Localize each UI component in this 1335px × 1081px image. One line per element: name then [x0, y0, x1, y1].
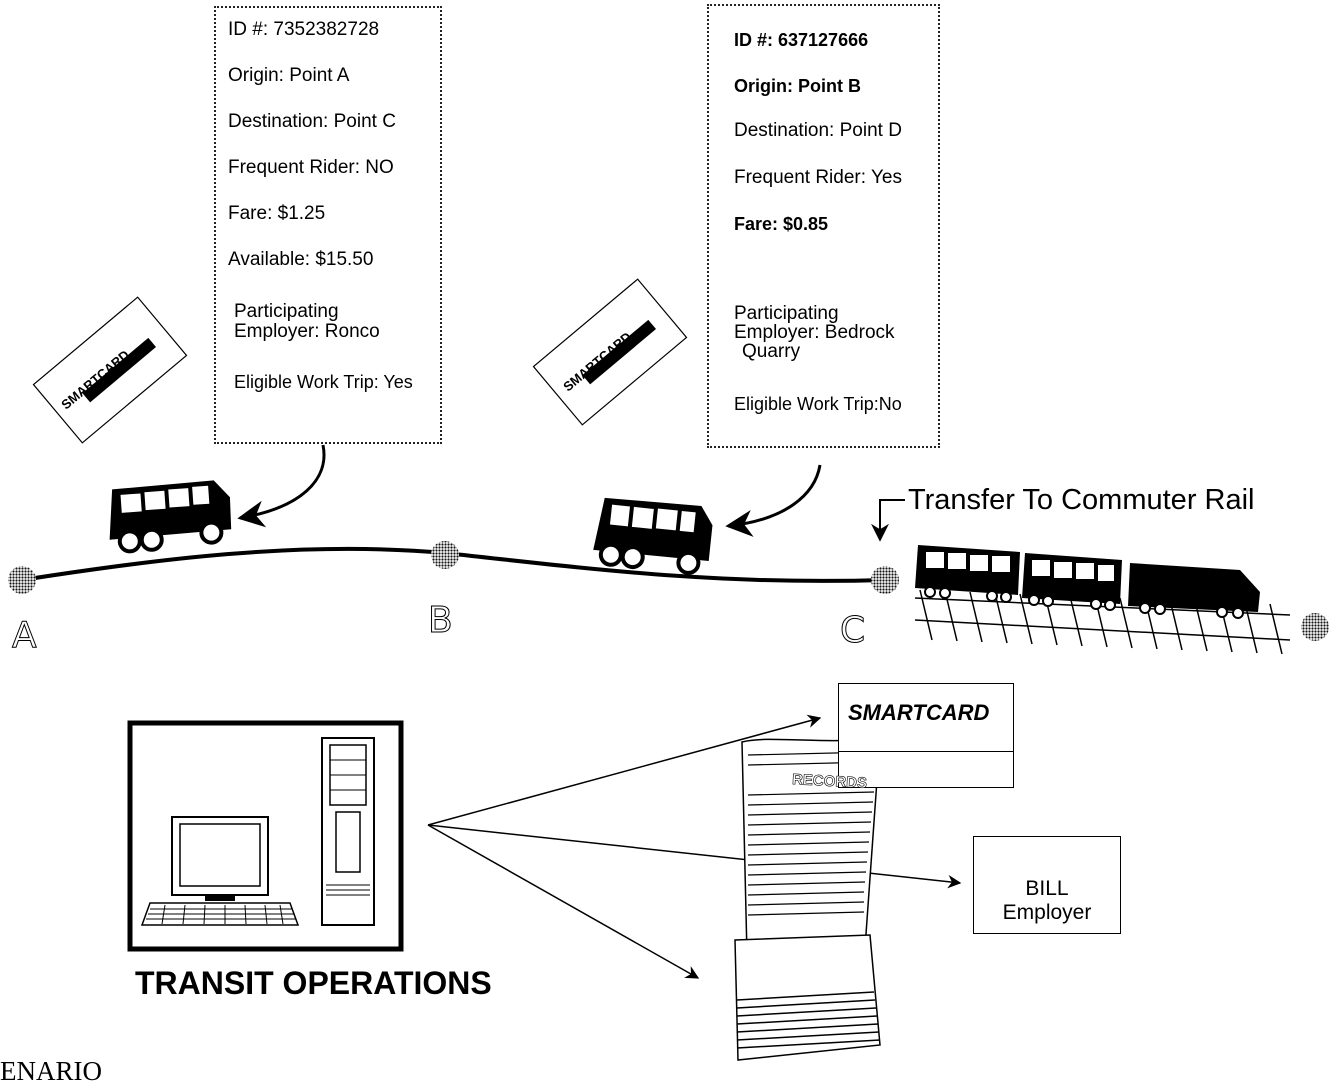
card2-to-bus-arrow: [728, 465, 820, 526]
card2-employer-line3: Quarry: [742, 342, 800, 362]
bus-2-icon: [592, 495, 714, 575]
card2-eligible: Eligible Work Trip:No: [734, 394, 902, 414]
card1-id: ID #: 7352382728: [228, 20, 379, 40]
stop-b-label: B: [428, 600, 453, 641]
stop-a-label: A: [12, 615, 37, 656]
smartcard-record-1: ID #: 7352382728 Origin: Point A Destina…: [214, 6, 442, 444]
transfer-pointer-arrow: [880, 500, 905, 540]
stop-d-marker: [1301, 613, 1329, 641]
commuter-train-icon: [915, 545, 1260, 618]
card2-origin: Origin: Point B: [734, 76, 861, 96]
stop-c-marker: [871, 566, 899, 594]
stop-b-marker: [431, 541, 459, 569]
smartcard-record-2: ID #: 637127666 Origin: Point B Destinat…: [707, 4, 940, 448]
card1-employer-line1: Participating: [234, 302, 339, 322]
card1-to-bus-arrow: [240, 445, 324, 518]
bill-line1: BILL: [974, 877, 1120, 901]
smartcard-output: SMARTCARD: [838, 683, 1014, 788]
card2-employer-line1: Participating: [734, 304, 839, 324]
card2-destination: Destination: Point D: [734, 121, 902, 141]
card1-available: Available: $15.50: [228, 250, 373, 270]
card1-employer-line2: Employer: Ronco: [234, 322, 380, 342]
card2-frequent-rider: Frequent Rider: Yes: [734, 168, 902, 188]
card2-employer-line2: Employer: Bedrock: [734, 323, 895, 343]
card1-eligible: Eligible Work Trip: Yes: [234, 372, 413, 392]
card2-fare: Fare: $0.85: [734, 214, 828, 234]
ops-to-bill-arrow: [428, 825, 960, 883]
scenario-caption: ENARIO: [0, 1056, 102, 1081]
ops-to-records-arrow: [428, 825, 698, 978]
bus-1-icon: [106, 479, 233, 552]
stop-c-label: C: [840, 610, 865, 651]
card1-fare: Fare: $1.25: [228, 204, 325, 224]
transfer-label: Transfer To Commuter Rail: [908, 484, 1255, 517]
transit-operations-computer-icon: [130, 723, 401, 949]
stop-a-marker: [8, 566, 36, 594]
card1-origin: Origin: Point A: [228, 66, 349, 86]
bill-line2: Employer: [974, 901, 1120, 925]
bill-envelope: BILL Employer: [973, 836, 1121, 934]
smartcard-output-label: SMARTCARD: [848, 700, 989, 726]
card1-destination: Destination: Point C: [228, 112, 396, 132]
card2-id: ID #: 637127666: [734, 30, 868, 50]
transit-operations-title: TRANSIT OPERATIONS: [135, 965, 492, 1002]
smartcard-output-stripe: [839, 751, 1013, 752]
card1-frequent-rider: Frequent Rider: NO: [228, 158, 394, 178]
